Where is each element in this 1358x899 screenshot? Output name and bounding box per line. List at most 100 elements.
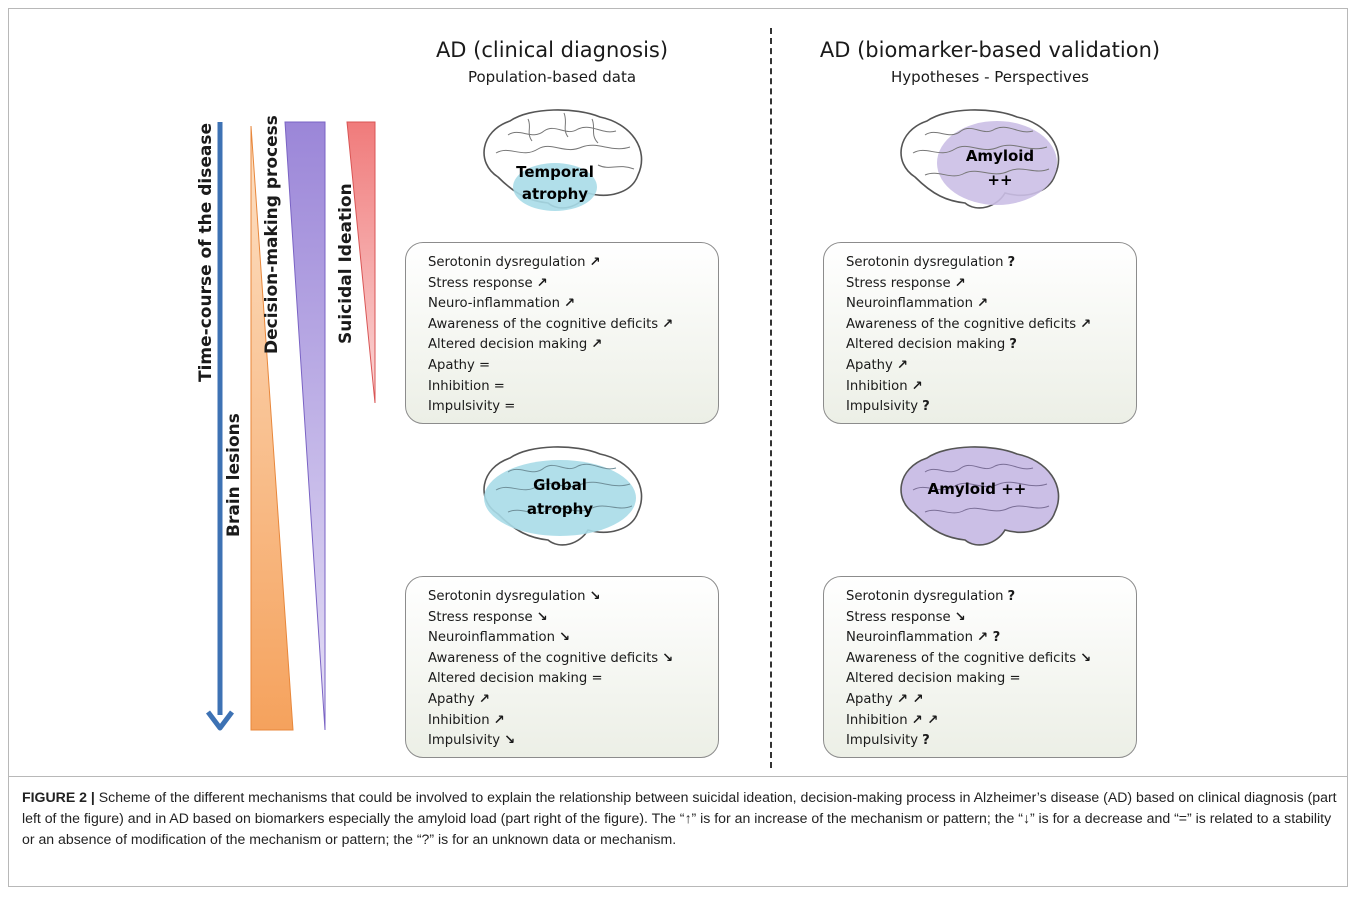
mechanism-row: Serotonin dysregulation↗ xyxy=(428,253,718,274)
mechanism-trend-symbol: ? xyxy=(1009,337,1017,353)
mechanism-text: Stress response xyxy=(428,275,533,291)
mechanism-row: Impulsivity? xyxy=(846,731,1136,752)
mechanism-row: Awareness of the cognitive deficits↗ xyxy=(428,315,718,336)
mechanism-trend-symbol: ↘ xyxy=(558,630,571,646)
mechanism-text: Inhibition xyxy=(846,378,908,394)
left-column-title: AD (clinical diagnosis) xyxy=(435,38,669,62)
mechanism-trend-symbol: ↗ xyxy=(589,255,601,270)
figure-frame xyxy=(8,8,1348,887)
mechanism-row: Inhibition = xyxy=(428,377,718,398)
mechanism-row: Altered decision making↗ xyxy=(428,335,718,356)
brain-label-line1: Amyloid xyxy=(966,147,1034,165)
brain-amyloid-top: Amyloid ++ xyxy=(900,109,1060,209)
mechanism-row: Neuroinflammation↗ ? xyxy=(846,628,1136,649)
mechanism-text: Altered decision making xyxy=(846,337,1006,353)
mechanism-trend-symbol: ? xyxy=(1007,589,1016,604)
brain-label-line1: Temporal xyxy=(516,163,594,181)
mechanism-trend-symbol: ↘ xyxy=(1080,650,1092,666)
mechanism-row: Awareness of the cognitive deficits↘ xyxy=(846,649,1136,670)
suicidal-ideation-wedge xyxy=(346,121,376,404)
mechanism-row: Inhibition↗ ↗ xyxy=(846,711,1136,732)
mechanism-row: Neuro-inflammation↗ xyxy=(428,294,718,315)
mechanism-text: Inhibition xyxy=(846,712,908,728)
mechanism-trend-symbol: ↗ ↗ xyxy=(896,691,924,707)
mechanism-row: Altered decision making? xyxy=(846,335,1136,356)
time-course-label: Time-course of the disease xyxy=(196,123,216,382)
mechanism-text: Altered decision making = xyxy=(846,671,1021,687)
brain-lesions-wedge xyxy=(250,125,294,731)
mechanism-text: Apathy xyxy=(428,691,475,707)
mechanism-trend-symbol: ↗ xyxy=(662,316,674,332)
mechanism-row: Serotonin dysregulation? xyxy=(846,253,1136,274)
mechanism-text: Stress response xyxy=(428,609,533,625)
mechanism-trend-symbol: ↘ xyxy=(589,589,601,604)
brain-lesions-label: Brain lesions xyxy=(224,413,244,537)
mechanism-trend-symbol: ↘ xyxy=(662,650,674,666)
mechanism-trend-symbol: ↗ xyxy=(493,712,505,728)
brain-amyloid-bottom: Amyloid ++ xyxy=(900,446,1060,546)
column-divider xyxy=(770,28,772,768)
mechanism-text: Altered decision making = xyxy=(428,671,603,687)
mechanism-row: Serotonin dysregulation? xyxy=(846,587,1136,608)
mechanism-text: Serotonin dysregulation xyxy=(428,255,586,270)
mechanism-trend-symbol: ↗ xyxy=(564,296,576,312)
mechanism-row: Impulsivity = xyxy=(428,397,718,418)
mechanism-text: Awareness of the cognitive deficits xyxy=(428,650,659,666)
mechanism-trend-symbol: ↘ xyxy=(954,609,966,625)
mechanism-trend-symbol: ↗ xyxy=(591,337,603,353)
mechanism-text: Impulsivity xyxy=(846,733,919,749)
mechanism-row: Neuroinflammation↗ xyxy=(846,294,1136,315)
right-column-subtitle: Hypotheses - Perspectives xyxy=(891,68,1089,86)
mechanism-trend-symbol: ↘ xyxy=(536,609,548,625)
mechanism-row: Apathy↗ xyxy=(846,356,1136,377)
mechanism-text: Serotonin dysregulation xyxy=(846,255,1004,270)
mechanism-text: Impulsivity xyxy=(846,399,919,415)
mechanism-text: Apathy = xyxy=(428,357,491,373)
mechanism-trend-symbol: ↗ xyxy=(896,357,908,373)
mechanism-row: Stress response↗ xyxy=(846,274,1136,295)
mechanism-text: Stress response xyxy=(846,275,951,291)
mechanism-text: Neuroinflammation xyxy=(846,630,973,646)
mechanism-row: Altered decision making = xyxy=(846,669,1136,690)
mechanism-box-left-top: Serotonin dysregulation↗Stress response↗… xyxy=(405,242,719,424)
mechanism-trend-symbol: ↗ xyxy=(954,275,966,291)
mechanism-row: Stress response↘ xyxy=(428,608,718,629)
mechanism-row: Stress response↗ xyxy=(428,274,718,295)
mechanism-text: Serotonin dysregulation xyxy=(428,589,586,604)
mechanism-row: Altered decision making = xyxy=(428,669,718,690)
mechanism-text: Serotonin dysregulation xyxy=(846,589,1004,604)
mechanism-text: Impulsivity = xyxy=(428,399,516,415)
mechanism-trend-symbol: ↗ ? xyxy=(976,630,1001,646)
timeline-graphics xyxy=(206,121,376,731)
mechanism-text: Apathy xyxy=(846,357,893,373)
mechanism-box-right-top: Serotonin dysregulation?Stress response↗… xyxy=(823,242,1137,424)
mechanism-box-right-bottom: Serotonin dysregulation?Stress response↘… xyxy=(823,576,1137,758)
mechanism-trend-symbol: ↗ xyxy=(1080,316,1092,332)
mechanism-trend-symbol: ? xyxy=(922,399,930,415)
mechanism-row: Serotonin dysregulation↘ xyxy=(428,587,718,608)
mechanism-text: Neuroinflammation xyxy=(846,296,973,312)
mechanism-trend-symbol: ↗ xyxy=(976,296,989,312)
caption-text: Scheme of the different mechanisms that … xyxy=(22,789,1337,847)
mechanism-trend-symbol: ↗ xyxy=(536,275,548,291)
mechanism-row: Impulsivity? xyxy=(846,397,1136,418)
mechanism-row: Awareness of the cognitive deficits↗ xyxy=(846,315,1136,336)
mechanism-row: Impulsivity↘ xyxy=(428,731,718,752)
mechanism-trend-symbol: ? xyxy=(1007,255,1016,270)
mechanism-text: Inhibition xyxy=(428,712,490,728)
mechanism-text: Apathy xyxy=(846,691,893,707)
brain-label-line2: atrophy xyxy=(522,185,588,203)
brain-label-line1: Global xyxy=(533,476,587,494)
mechanism-text: Stress response xyxy=(846,609,951,625)
mechanism-row: Stress response↘ xyxy=(846,608,1136,629)
mechanism-text: Awareness of the cognitive deficits xyxy=(428,316,659,332)
caption-label: FIGURE 2 | xyxy=(22,789,95,805)
mechanism-row: Awareness of the cognitive deficits↘ xyxy=(428,649,718,670)
mechanism-row: Neuroinflammation↘ xyxy=(428,628,718,649)
mechanism-trend-symbol: ↗ ↗ xyxy=(911,712,939,728)
mechanism-row: Inhibition↗ xyxy=(428,711,718,732)
mechanism-trend-symbol: ↘ xyxy=(504,733,516,749)
mechanism-text: Neuroinflammation xyxy=(428,630,555,646)
caption-rule xyxy=(8,776,1348,777)
figure-caption: FIGURE 2 | Scheme of the different mecha… xyxy=(22,787,1338,850)
